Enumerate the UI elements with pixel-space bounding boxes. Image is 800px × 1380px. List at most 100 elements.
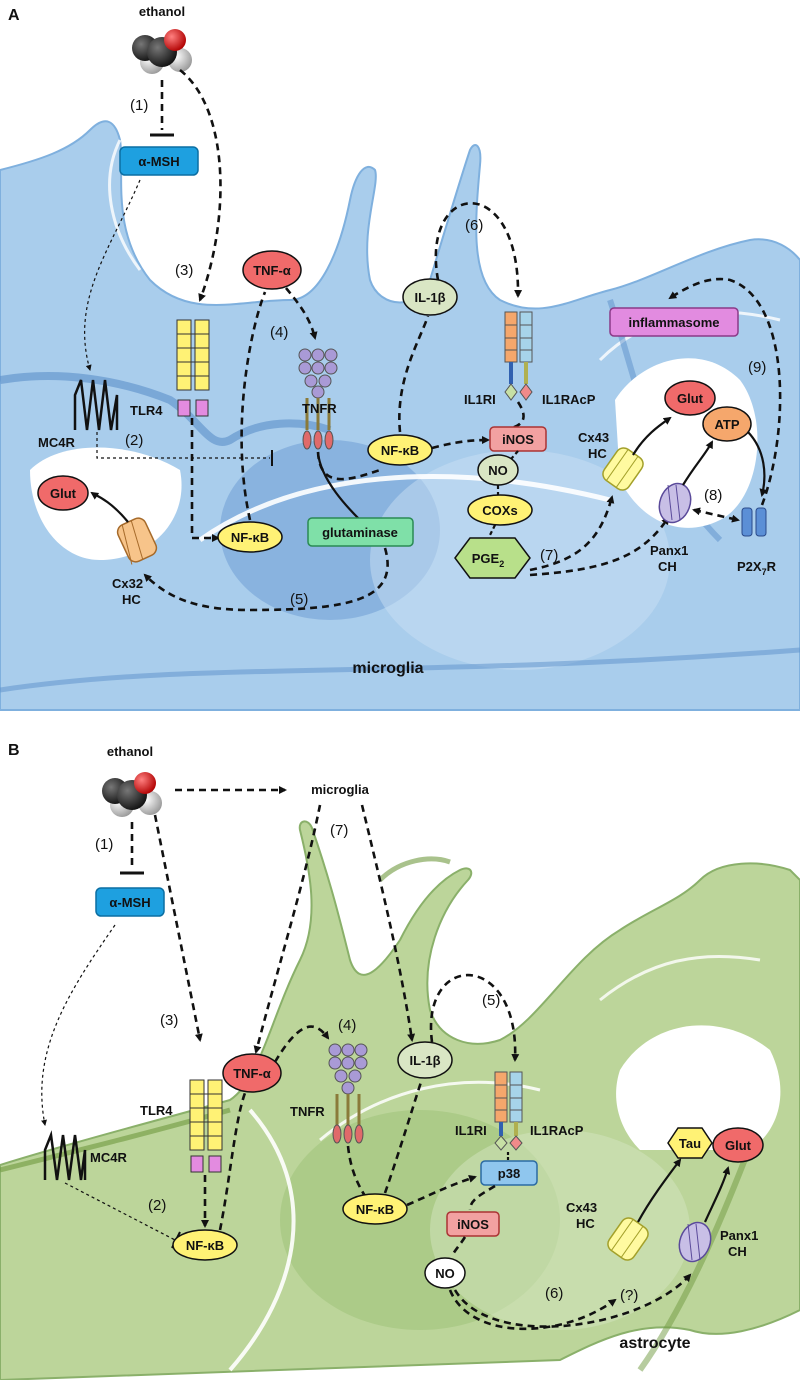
pge2-hexagon bbox=[454, 537, 531, 579]
tlr4-label: TLR4 bbox=[130, 403, 163, 418]
arrow-p2x7r-inflammasome bbox=[668, 277, 782, 506]
arrow-ethanol-tlr4-b bbox=[153, 814, 203, 1042]
il1b-node bbox=[402, 278, 458, 316]
tnf-b-label: TNF-α bbox=[233, 1066, 271, 1081]
ethanol-b-label: ethanol bbox=[107, 744, 153, 759]
cx43-hemichannel-icon-b bbox=[607, 1217, 649, 1261]
step-6: (6) bbox=[465, 217, 483, 234]
cx43-a-label: Cx43 bbox=[578, 430, 609, 445]
tnf-label: TNF-α bbox=[253, 263, 291, 278]
tau-label: Tau bbox=[679, 1136, 701, 1151]
line-inos-no-b bbox=[450, 1236, 467, 1257]
glut-left-label: Glut bbox=[50, 486, 77, 501]
arrow-cx32-glut bbox=[90, 491, 129, 523]
ethanol-label: ethanol bbox=[139, 4, 185, 19]
line-nfkb-tnf bbox=[240, 291, 267, 521]
coxs-label: COXs bbox=[482, 503, 517, 518]
step-b4: (4) bbox=[338, 1017, 356, 1034]
p2x7r-label: P2X7R bbox=[737, 559, 777, 577]
panx1-b-ch-label: CH bbox=[728, 1244, 747, 1259]
cx43-a-hc-label: HC bbox=[588, 446, 607, 461]
p38-box bbox=[480, 1160, 538, 1186]
inflammasome-label: inflammasome bbox=[628, 315, 719, 330]
step-4: (4) bbox=[270, 324, 288, 341]
arrow-microglia-il1b bbox=[360, 804, 416, 1042]
step-9: (9) bbox=[748, 359, 766, 376]
line-nfkb-il1b bbox=[398, 315, 430, 433]
arrow-panx1-glut-b bbox=[703, 1166, 731, 1223]
il1b-b-label: IL-1β bbox=[409, 1053, 440, 1068]
glut-right-a-label: Glut bbox=[677, 391, 704, 406]
no-b-label: NO bbox=[435, 1266, 455, 1281]
tnfr-label: TNFR bbox=[302, 401, 337, 416]
il1-receptor-icon bbox=[504, 311, 533, 401]
step-3: (3) bbox=[175, 262, 193, 279]
nfkb-center-label: NF-κB bbox=[381, 443, 419, 458]
panel-a-letter: A bbox=[8, 7, 20, 24]
arrow-no-cx43-b bbox=[448, 1289, 617, 1331]
line-nfkb-tnf-b bbox=[218, 1092, 247, 1231]
arrow-tlr4-nfkb bbox=[190, 418, 220, 542]
step-b6: (6) bbox=[545, 1285, 563, 1302]
tnfr-b-label: TNFR bbox=[290, 1104, 325, 1119]
microglia-b-label: microglia bbox=[311, 782, 370, 797]
step-b2: (2) bbox=[148, 1197, 166, 1214]
step-b1: (1) bbox=[95, 836, 113, 853]
atp-label: ATP bbox=[714, 417, 739, 432]
cx32-hc-label: HC bbox=[122, 592, 141, 607]
step-2: (2) bbox=[125, 432, 143, 449]
mc4r-label: MC4R bbox=[38, 435, 75, 450]
il1-receptor-icon-b bbox=[494, 1071, 523, 1151]
tlr4-b-label: TLR4 bbox=[140, 1103, 173, 1118]
microglia-cell-label: microglia bbox=[352, 660, 423, 677]
arrow-msh-mc4r bbox=[84, 179, 141, 371]
glut-b-label: Glut bbox=[725, 1138, 752, 1153]
panx1-a-ch-label: CH bbox=[658, 559, 677, 574]
inos-a-label: iNOS bbox=[502, 432, 534, 447]
arrow-msh-mc4r-b bbox=[41, 924, 116, 1126]
mc4r-receptor-icon bbox=[73, 379, 119, 431]
mc4r-inhibit-line bbox=[96, 432, 270, 459]
arrow-nfkb-p38 bbox=[406, 1175, 477, 1207]
step-b7: (7) bbox=[330, 822, 348, 839]
p2x7r-receptor-icon bbox=[741, 507, 767, 537]
panel-b: B ethanol microglia α bbox=[0, 742, 800, 1380]
ethanol-molecule-icon bbox=[132, 29, 192, 74]
no-a-label: NO bbox=[488, 463, 508, 478]
panx1-b-label: Panx1 bbox=[720, 1228, 758, 1243]
inflammasome-box bbox=[609, 307, 739, 337]
nfkb-node-left bbox=[217, 521, 283, 553]
glutaminase-label: glutaminase bbox=[322, 525, 398, 540]
mc4r-receptor-icon-b bbox=[43, 1130, 87, 1181]
p38-label: p38 bbox=[498, 1166, 520, 1181]
step-b-unknown: (?) bbox=[620, 1287, 638, 1304]
arrow-panx1-atp bbox=[682, 440, 713, 486]
glut-node-b bbox=[712, 1127, 764, 1163]
step-8: (8) bbox=[704, 487, 722, 504]
mc4r-inhibit-line-b bbox=[64, 1182, 176, 1241]
mc4r-b-label: MC4R bbox=[90, 1150, 127, 1165]
cx43-hemichannel-icon-a bbox=[602, 447, 644, 491]
nfkb-left-b-label: NF-κB bbox=[186, 1238, 224, 1253]
arrow-atp-p2x7r bbox=[747, 431, 768, 497]
coxs-node bbox=[467, 494, 533, 526]
il1ri-label: IL1RI bbox=[464, 392, 496, 407]
tnfr-receptor-icon bbox=[298, 348, 338, 450]
line-tnfr-glutaminase bbox=[316, 451, 361, 521]
glut-node-left bbox=[37, 475, 89, 511]
alpha-msh-box-b bbox=[95, 887, 165, 917]
line-p38-inos bbox=[468, 1184, 496, 1211]
nfkb-node-left-b bbox=[172, 1229, 238, 1261]
arrow-cx43-glut-a bbox=[632, 416, 672, 456]
tau-hexagon bbox=[667, 1127, 713, 1159]
line-tnfr-nfkb-b bbox=[346, 1145, 367, 1197]
atp-node bbox=[702, 406, 752, 442]
arrow-tnf-tnfr bbox=[284, 287, 318, 340]
panel-a: A ethanol α-MSH bbox=[0, 4, 800, 711]
astrocyte-cell-label: astrocyte bbox=[619, 1335, 690, 1352]
tlr4-receptor-icon bbox=[176, 319, 210, 417]
alpha-msh-label: α-MSH bbox=[138, 154, 179, 169]
step-b5: (5) bbox=[482, 992, 500, 1009]
panx1-channel-icon-a bbox=[658, 482, 692, 524]
